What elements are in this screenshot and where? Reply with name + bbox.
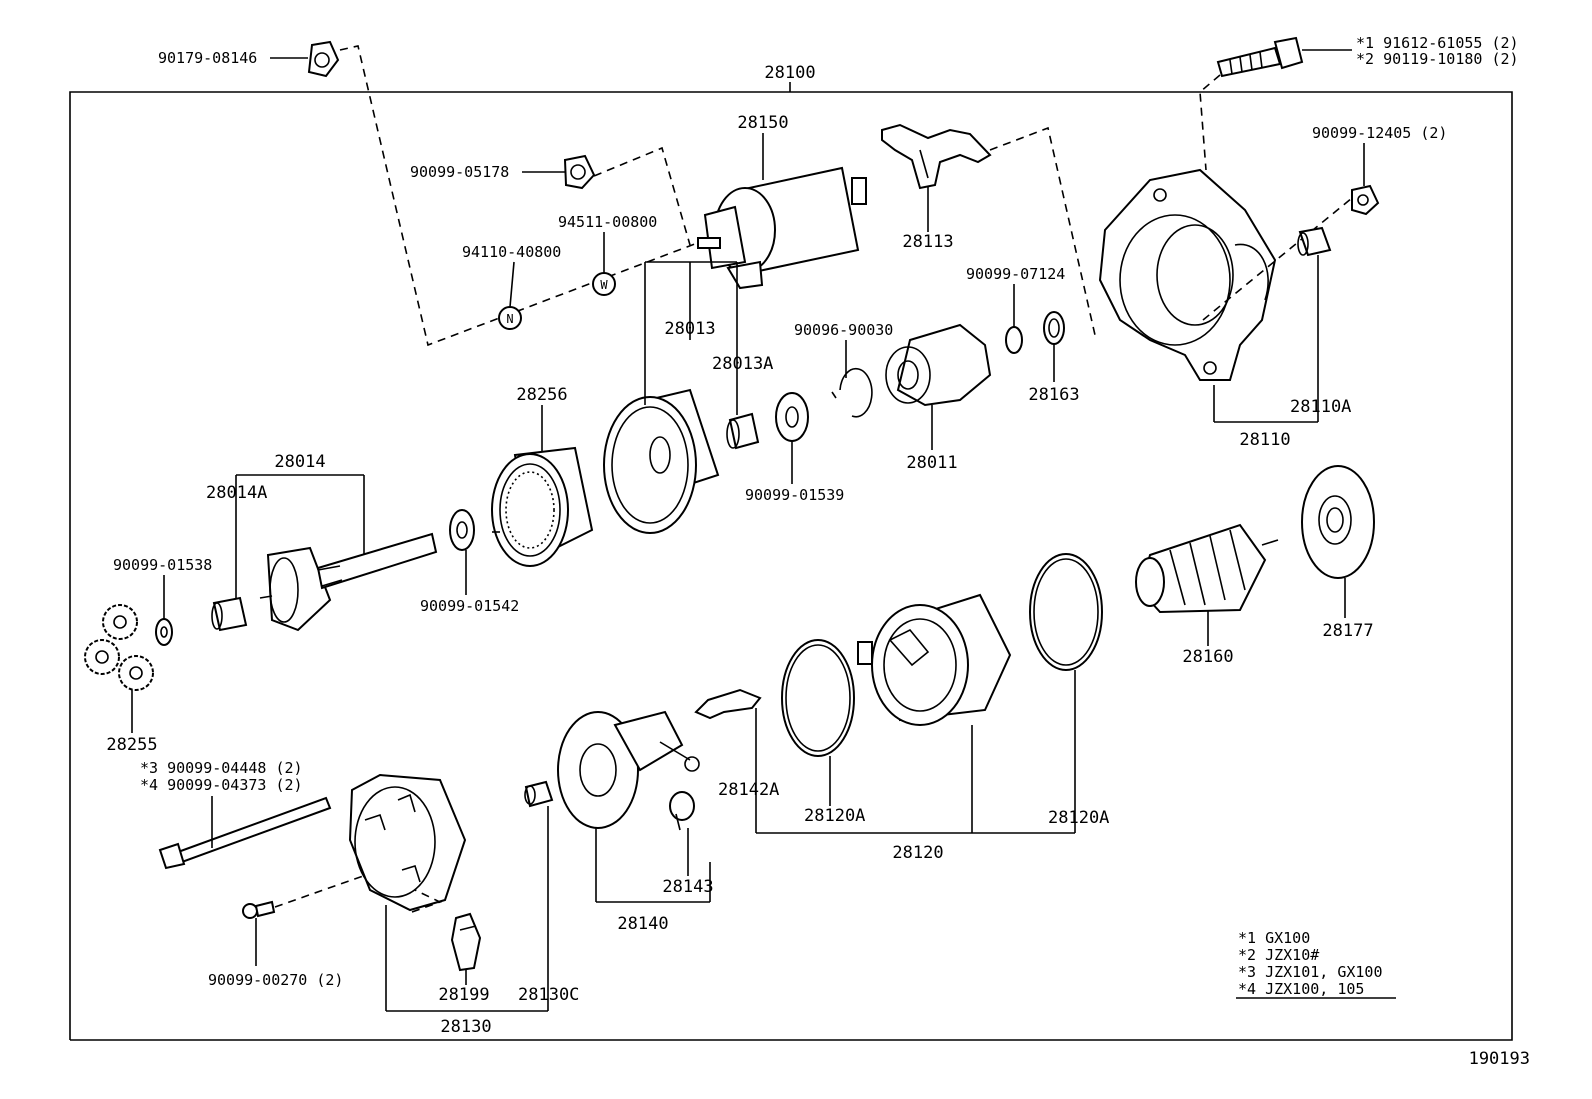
label-28177: 28177 [1322, 621, 1373, 641]
label-90119-10180: *2 90119-10180 (2) [1356, 50, 1519, 68]
spring-28143 [669, 791, 695, 831]
label-94511-00800: 94511-00800 [558, 213, 657, 231]
label-90099-01538: 90099-01538 [113, 556, 212, 574]
label-28140: 28140 [617, 914, 668, 934]
plate-28177 [1301, 465, 1375, 579]
label-28120: 28120 [892, 843, 943, 863]
planetary-shaft-28014 [259, 532, 438, 632]
bushing-28130C [524, 780, 554, 808]
label-90179-08146: 90179-08146 [158, 49, 257, 67]
label-28256: 28256 [516, 385, 567, 405]
ring-housing-28013 [603, 388, 720, 534]
frame-label: 28100 [764, 63, 815, 83]
label-28142A: 28142A [718, 780, 779, 800]
label-28120A-right: 28120A [1048, 808, 1109, 828]
label-28160: 28160 [1182, 647, 1233, 667]
label-28120A-left: 28120A [804, 806, 865, 826]
svg-text:W: W [600, 278, 608, 292]
commutator-end-frame-28130 [348, 773, 467, 912]
washer-90099-01539 [775, 392, 809, 442]
internal-gear-28256 [491, 446, 594, 567]
snap-ring-90096-90030 [831, 367, 873, 418]
bushing-28013A [726, 412, 760, 450]
legend-line-2: *2 JZX10# [1238, 946, 1319, 964]
label-94110-40800: 94110-40800 [462, 243, 561, 261]
label-90099-04373: *4 90099-04373 (2) [140, 776, 303, 794]
label-90099-04448: *3 90099-04448 (2) [140, 759, 303, 777]
label-90099-05178: 90099-05178 [410, 163, 509, 181]
legend-line-1: *1 GX100 [1238, 929, 1310, 947]
through-bolt-90099-04448 [158, 796, 332, 870]
assembly-frame [69, 91, 1513, 1041]
label-28014: 28014 [274, 452, 325, 472]
lead-28142A [694, 688, 762, 720]
legend-line-4: *4 JZX100, 105 [1238, 980, 1364, 998]
bushing-28110A [1297, 226, 1332, 257]
label-28113: 28113 [902, 232, 953, 252]
label-90099-12405: 90099-12405 (2) [1312, 124, 1447, 142]
label-28014A: 28014A [206, 483, 267, 503]
planetary-gears-28255 [84, 604, 154, 691]
legend-line-3: *3 JZX101, GX100 [1238, 963, 1383, 981]
label-28255: 28255 [106, 735, 157, 755]
label-90099-07124: 90099-07124 [966, 265, 1065, 283]
label-28011: 28011 [906, 453, 957, 473]
collar-28163 [1043, 311, 1065, 345]
label-28013A: 28013A [712, 354, 773, 374]
screw-90099-00270 [242, 900, 276, 919]
nut-90179-08146 [307, 40, 340, 78]
washer-90099-01542 [449, 509, 475, 551]
nut-90099-12405 [1351, 184, 1380, 216]
label-28150: 28150 [737, 113, 788, 133]
label-28143: 28143 [662, 877, 713, 897]
washer-90099-01538 [155, 618, 173, 646]
label-28110A: 28110A [1290, 397, 1351, 417]
dashed-lead-nut [339, 45, 701, 347]
label-90099-01539: 90099-01539 [745, 486, 844, 504]
nut-90099-05178 [563, 154, 596, 190]
svg-text:N: N [506, 312, 513, 326]
label-28110: 28110 [1239, 430, 1290, 450]
label-28199: 28199 [438, 985, 489, 1005]
bolt-91612-61055 [1216, 36, 1304, 78]
drawing-reference-code: 190193 [1469, 1049, 1530, 1069]
bushing-28014A [211, 596, 248, 632]
brush-holder-28140 [557, 710, 700, 829]
model-legend: *1 GX100 *2 JZX10# *3 JZX101, GX100 *4 J… [1236, 929, 1396, 999]
armature-28160 [1135, 523, 1279, 614]
drive-housing-28110 [1098, 168, 1277, 381]
o-ring-28120A-left [781, 639, 855, 757]
label-90096-90030: 90096-90030 [794, 321, 893, 339]
label-28130: 28130 [440, 1017, 491, 1037]
lever-28113 [881, 123, 992, 190]
solenoid-28150 [697, 166, 867, 290]
label-91612-61055: *1 91612-61055 (2) [1356, 34, 1519, 52]
o-ring-28120A-right [1029, 553, 1103, 671]
label-90099-01542: 90099-01542 [420, 597, 519, 615]
snap-ring-90099-07124 [1005, 326, 1023, 354]
clutch-28011 [885, 323, 992, 407]
label-90099-00270: 90099-00270 (2) [208, 971, 343, 989]
label-28163: 28163 [1028, 385, 1079, 405]
terminal-28199 [450, 912, 482, 972]
yoke-28120 [857, 593, 1012, 726]
label-28130C: 28130C [518, 985, 579, 1005]
